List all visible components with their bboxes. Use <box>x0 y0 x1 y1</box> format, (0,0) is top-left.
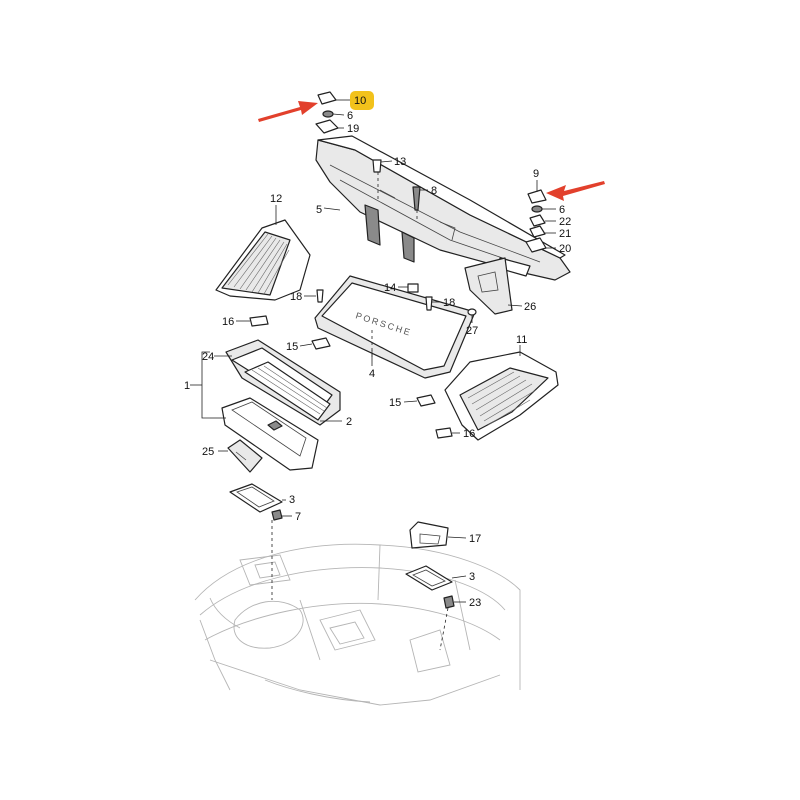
callout-19: 19 <box>347 123 359 135</box>
callout-20: 20 <box>559 243 571 255</box>
callout-4: 4 <box>369 368 375 380</box>
clip-23 <box>443 595 455 609</box>
callout-10: 10 <box>354 95 366 107</box>
seal-3-left <box>229 483 283 513</box>
callout-6-right: 6 <box>559 204 565 216</box>
callout-6: 6 <box>347 110 353 122</box>
callout-2: 2 <box>346 416 352 428</box>
callout-17: 17 <box>469 533 481 545</box>
fasteners <box>249 91 547 439</box>
callout-13: 13 <box>394 156 406 168</box>
callout-5: 5 <box>316 204 322 216</box>
callout-labels: 10 6 19 13 8 5 9 6 22 21 20 12 18 14 18 … <box>184 95 571 609</box>
filter-box <box>221 397 319 471</box>
trim-panel-4: PORSCHE <box>314 275 476 379</box>
cowl-panel-5 <box>315 135 571 281</box>
highlight-marker <box>350 91 374 110</box>
callout-1: 1 <box>184 380 190 392</box>
callout-16-lower: 16 <box>463 428 475 440</box>
callout-18-right: 18 <box>443 297 455 309</box>
callout-16: 16 <box>222 316 234 328</box>
callout-15: 15 <box>286 341 298 353</box>
callout-27: 27 <box>466 325 478 337</box>
callout-11: 11 <box>516 334 527 346</box>
callout-24: 24 <box>202 351 214 363</box>
callout-21: 21 <box>559 228 571 240</box>
seal-3-right <box>405 565 453 591</box>
bracket-25 <box>227 439 263 473</box>
cover-plate-26 <box>464 257 513 315</box>
clip-7 <box>271 509 283 521</box>
callout-12: 12 <box>270 193 282 205</box>
cap-17 <box>409 521 449 549</box>
callout-3: 3 <box>289 494 295 506</box>
callout-3-right: 3 <box>469 571 475 583</box>
leader-lines <box>190 99 556 603</box>
arrow-left-icon <box>258 101 318 122</box>
callout-9: 9 <box>533 168 539 180</box>
callout-22: 22 <box>559 216 571 228</box>
callout-26: 26 <box>524 301 536 313</box>
arrow-right-icon <box>546 181 605 201</box>
callout-15-lower: 15 <box>389 397 401 409</box>
car-body-outline <box>194 543 521 706</box>
callout-7: 7 <box>295 511 301 523</box>
side-cover-11 <box>444 351 559 441</box>
callout-18: 18 <box>290 291 302 303</box>
callout-8: 8 <box>431 185 437 197</box>
filter-element-2 <box>244 361 331 421</box>
side-cover-12 <box>215 219 311 301</box>
callout-14: 14 <box>384 282 396 294</box>
pointer-arrows <box>258 101 605 201</box>
callout-23: 23 <box>469 597 481 609</box>
callout-25: 25 <box>202 446 214 458</box>
